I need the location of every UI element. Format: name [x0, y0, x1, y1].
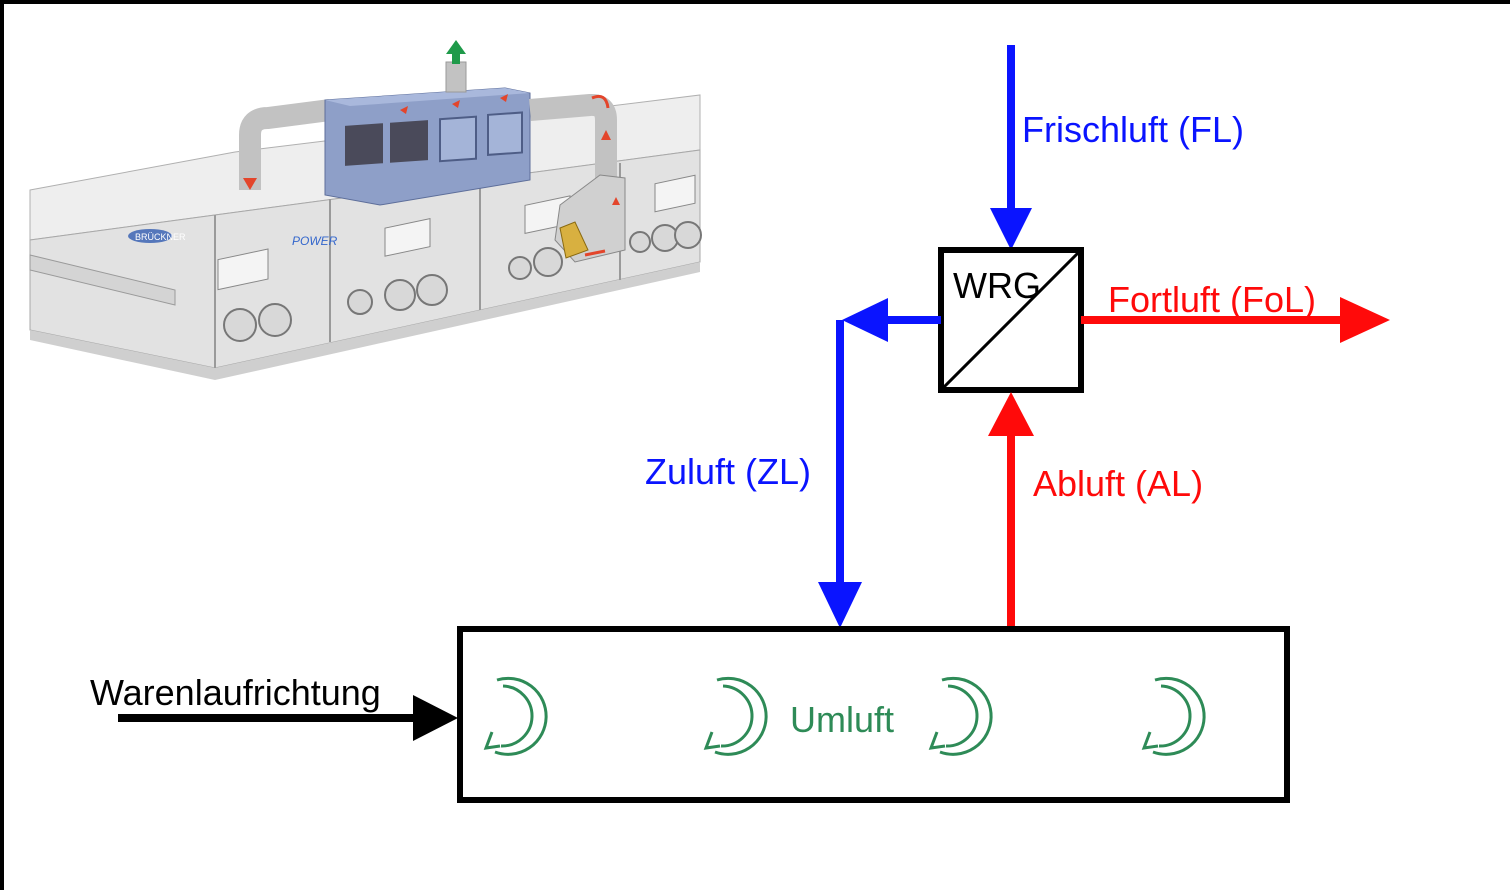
fortluft-arrow	[1081, 297, 1390, 343]
zuluft-arrow	[818, 298, 941, 628]
machine-model-text: POWER	[292, 234, 338, 248]
frischluft-arrow	[990, 45, 1032, 250]
circulation-icon	[1141, 676, 1206, 756]
circulation-icon	[483, 676, 548, 756]
wrg-label: WRG	[953, 265, 1041, 306]
machine-illustration: BRÜCKNER POWER	[29, 40, 702, 380]
machine-brand-text: BRÜCKNER	[135, 232, 186, 242]
zuluft-label: Zuluft (ZL)	[645, 451, 811, 492]
abluft-arrow	[988, 392, 1034, 628]
circulation-icon	[928, 676, 993, 756]
warenlaufrichtung-label: Warenlaufrichtung	[90, 672, 381, 713]
fortluft-label: Fortluft (FoL)	[1108, 279, 1316, 320]
frischluft-label: Frischluft (FL)	[1022, 109, 1244, 150]
umluft-label: Umluft	[790, 699, 894, 740]
warenlaufrichtung-arrow	[118, 695, 458, 741]
dryer-chamber-box	[457, 626, 1290, 803]
circulation-icon	[703, 676, 768, 756]
abluft-label: Abluft (AL)	[1033, 463, 1203, 504]
